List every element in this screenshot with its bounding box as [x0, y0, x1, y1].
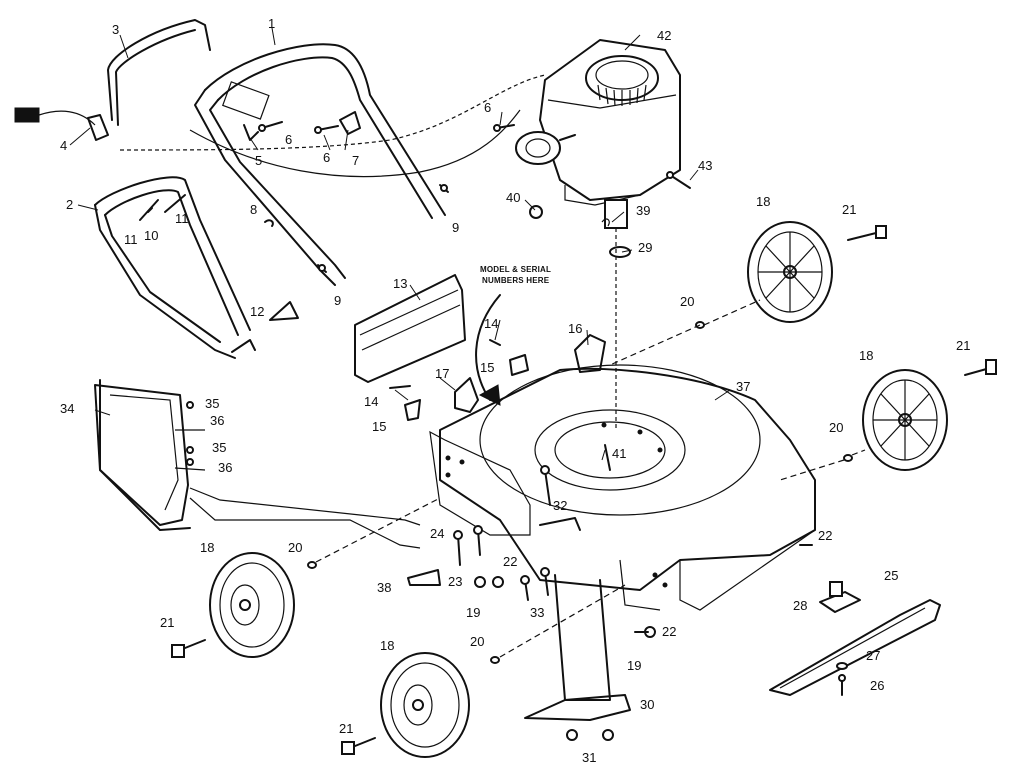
callout-28: 28 — [793, 598, 807, 613]
callout-22a: 22 — [503, 554, 517, 569]
callout-20d: 20 — [470, 634, 484, 649]
callout-15a: 15 — [480, 360, 494, 375]
lower-handle — [94, 176, 251, 359]
callout-16: 16 — [568, 321, 582, 336]
callout-41: 41 — [612, 446, 626, 461]
callout-32: 32 — [553, 498, 567, 513]
callout-43: 43 — [698, 158, 712, 173]
model-serial-note-line2: NUMBERS HERE — [482, 276, 550, 285]
callout-20c: 20 — [288, 540, 302, 555]
callout-19b: 19 — [627, 658, 641, 673]
callout-31: 31 — [582, 750, 596, 765]
callout-29: 29 — [638, 240, 652, 255]
handle-hardware — [139, 111, 449, 353]
model-serial-arrowhead — [478, 384, 501, 406]
callout-14b: 14 — [364, 394, 378, 409]
callout-labels: 1 3 2 4 5 6 6 6 7 8 9 9 10 11 11 12 13 1… — [60, 16, 970, 765]
callout-14a: 14 — [484, 316, 498, 331]
callout-40: 40 — [506, 190, 520, 205]
callout-33: 33 — [530, 605, 544, 620]
model-serial-arrow — [475, 294, 501, 401]
bag-rod — [174, 429, 206, 471]
control-bar — [107, 19, 211, 126]
callout-15b: 15 — [372, 419, 386, 434]
wheel-hardware — [171, 225, 997, 755]
callout-18d: 18 — [380, 638, 394, 653]
engine — [515, 39, 681, 229]
discharge-chute — [524, 574, 631, 721]
callout-23: 23 — [448, 574, 462, 589]
callout-18a: 18 — [756, 194, 770, 209]
callout-22c: 22 — [662, 624, 676, 639]
callout-12: 12 — [250, 304, 264, 319]
model-serial-note-line1: MODEL & SERIAL — [480, 265, 551, 274]
callout-20b: 20 — [829, 420, 843, 435]
engine-hardware — [493, 124, 691, 258]
callout-6a: 6 — [285, 132, 292, 147]
callout-9b: 9 — [334, 293, 341, 308]
spring-14 — [389, 385, 411, 389]
upper-handle — [194, 43, 446, 286]
wheel-front-right — [380, 652, 470, 758]
wheel-rear-right-top — [747, 221, 833, 323]
callout-26: 26 — [870, 678, 884, 693]
callout-39: 39 — [636, 203, 650, 218]
blade-adapter — [819, 581, 861, 696]
callout-38: 38 — [377, 580, 391, 595]
rear-door — [354, 274, 466, 383]
callout-36a: 36 — [210, 413, 224, 428]
callout-35a: 35 — [205, 396, 219, 411]
callout-27: 27 — [866, 648, 880, 663]
callout-30: 30 — [640, 697, 654, 712]
callout-1: 1 — [268, 16, 275, 31]
callout-24: 24 — [430, 526, 444, 541]
handle-cable — [189, 109, 521, 178]
blade — [769, 599, 941, 696]
deck-hardware — [186, 401, 813, 741]
callout-5: 5 — [255, 153, 262, 168]
callout-11a: 11 — [124, 232, 138, 247]
callout-10: 10 — [144, 228, 158, 243]
callout-18c: 18 — [200, 540, 214, 555]
callout-11b: 11 — [175, 211, 189, 226]
callout-8: 8 — [250, 202, 257, 217]
callout-6b: 6 — [323, 150, 330, 165]
axle-leaders — [315, 299, 866, 658]
callout-2: 2 — [66, 197, 73, 212]
wheel-front-left — [209, 552, 295, 658]
callout-7: 7 — [352, 153, 359, 168]
callout-4: 4 — [60, 138, 67, 153]
callout-21d: 21 — [339, 721, 353, 736]
pivot-15 — [404, 399, 421, 421]
callout-25: 25 — [884, 568, 898, 583]
throttle-control — [14, 107, 109, 141]
callout-18b: 18 — [859, 348, 873, 363]
callout-13: 13 — [393, 276, 407, 291]
callout-9a: 9 — [452, 220, 459, 235]
callout-37: 37 — [736, 379, 750, 394]
mower-deck — [429, 364, 816, 611]
callout-20a: 20 — [680, 294, 694, 309]
throttle-cable — [119, 74, 546, 151]
spring-14b — [489, 339, 501, 346]
callout-22b: 22 — [818, 528, 832, 543]
callout-36b: 36 — [218, 460, 232, 475]
height-bracket-17 — [454, 377, 479, 413]
callout-19a: 19 — [466, 605, 480, 620]
callout-21c: 21 — [160, 615, 174, 630]
grass-bag-frame — [94, 379, 421, 549]
callout-3: 3 — [112, 22, 119, 37]
wheel-rear-right-bottom — [862, 369, 948, 471]
callout-34: 34 — [60, 401, 74, 416]
pivot-15b — [509, 354, 529, 376]
callout-21a: 21 — [842, 202, 856, 217]
callout-17: 17 — [435, 366, 449, 381]
callout-35b: 35 — [212, 440, 226, 455]
callout-leaders — [69, 27, 731, 461]
callout-6c: 6 — [484, 100, 491, 115]
callout-42: 42 — [657, 28, 671, 43]
callout-21b: 21 — [956, 338, 970, 353]
